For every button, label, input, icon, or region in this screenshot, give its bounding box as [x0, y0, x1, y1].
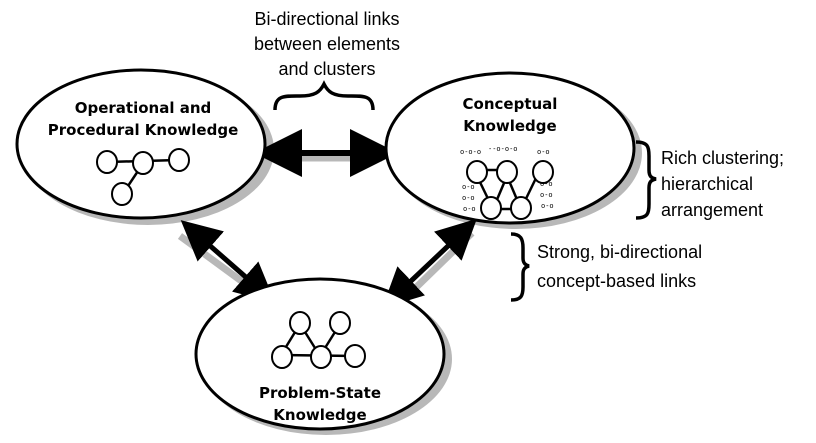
- concept-links-annotation: Strong, bi-directional concept-based lin…: [510, 232, 702, 302]
- problem-state-knowledge-node: Problem-State Knowledge: [194, 277, 446, 431]
- operational-mini-network-icon: [96, 148, 190, 206]
- top-links-line1: Bi-directional links: [254, 9, 399, 29]
- conceptual-ellipse: [384, 71, 636, 225]
- clustering-annotation: Rich clustering; hierarchical arrangemen…: [635, 140, 784, 220]
- clustering-line3: arrangement: [661, 200, 763, 220]
- operational-title-line1: Operational and: [75, 99, 212, 117]
- svg-text:o-o: o-o: [463, 205, 476, 213]
- svg-text:o-o: o-o: [537, 148, 550, 156]
- operational-ellipse: [15, 68, 267, 220]
- concept-links-curly-brace: [510, 232, 530, 302]
- clustering-line2: hierarchical: [661, 174, 753, 194]
- svg-text:o-o: o-o: [540, 191, 553, 199]
- conceptual-knowledge-node: Conceptual Knowledge o-o-o --o-o-o o-o o…: [384, 71, 636, 225]
- svg-text:o-o: o-o: [541, 202, 554, 210]
- conceptual-problemstate-arrow: [382, 218, 477, 309]
- top-links-line3: and clusters: [278, 59, 375, 79]
- svg-text:o-o-o: o-o-o: [460, 148, 481, 156]
- top-links-line2: between elements: [254, 34, 400, 54]
- svg-text:--o-o-o: --o-o-o: [488, 145, 518, 153]
- problem-state-mini-network-icon: [271, 311, 366, 369]
- conceptual-cluster-network-icon: o-o-o --o-o-o o-o o-o o-o o-o o-o o-o o-…: [460, 145, 554, 220]
- svg-text:o-o: o-o: [540, 180, 553, 188]
- concept-links-line1: Strong, bi-directional: [537, 242, 702, 262]
- clustering-line1: Rich clustering;: [661, 148, 784, 168]
- problem-state-title-line2: Knowledge: [273, 406, 366, 424]
- svg-text:o-o: o-o: [462, 183, 475, 191]
- operational-title-line2: Procedural Knowledge: [48, 121, 239, 139]
- conceptual-title-line1: Conceptual: [463, 95, 558, 113]
- concept-links-line2: concept-based links: [537, 271, 696, 291]
- problem-state-title-line1: Problem-State: [259, 384, 381, 402]
- operational-knowledge-node: Operational and Procedural Knowledge: [15, 68, 267, 220]
- horizontal-curly-brace: [273, 80, 375, 111]
- svg-text:o-o: o-o: [462, 194, 475, 202]
- operational-conceptual-arrow: [254, 129, 398, 177]
- clustering-curly-brace: [635, 140, 657, 220]
- top-links-annotation: Bi-directional links between elements an…: [254, 9, 400, 111]
- conceptual-title-line2: Knowledge: [463, 117, 556, 135]
